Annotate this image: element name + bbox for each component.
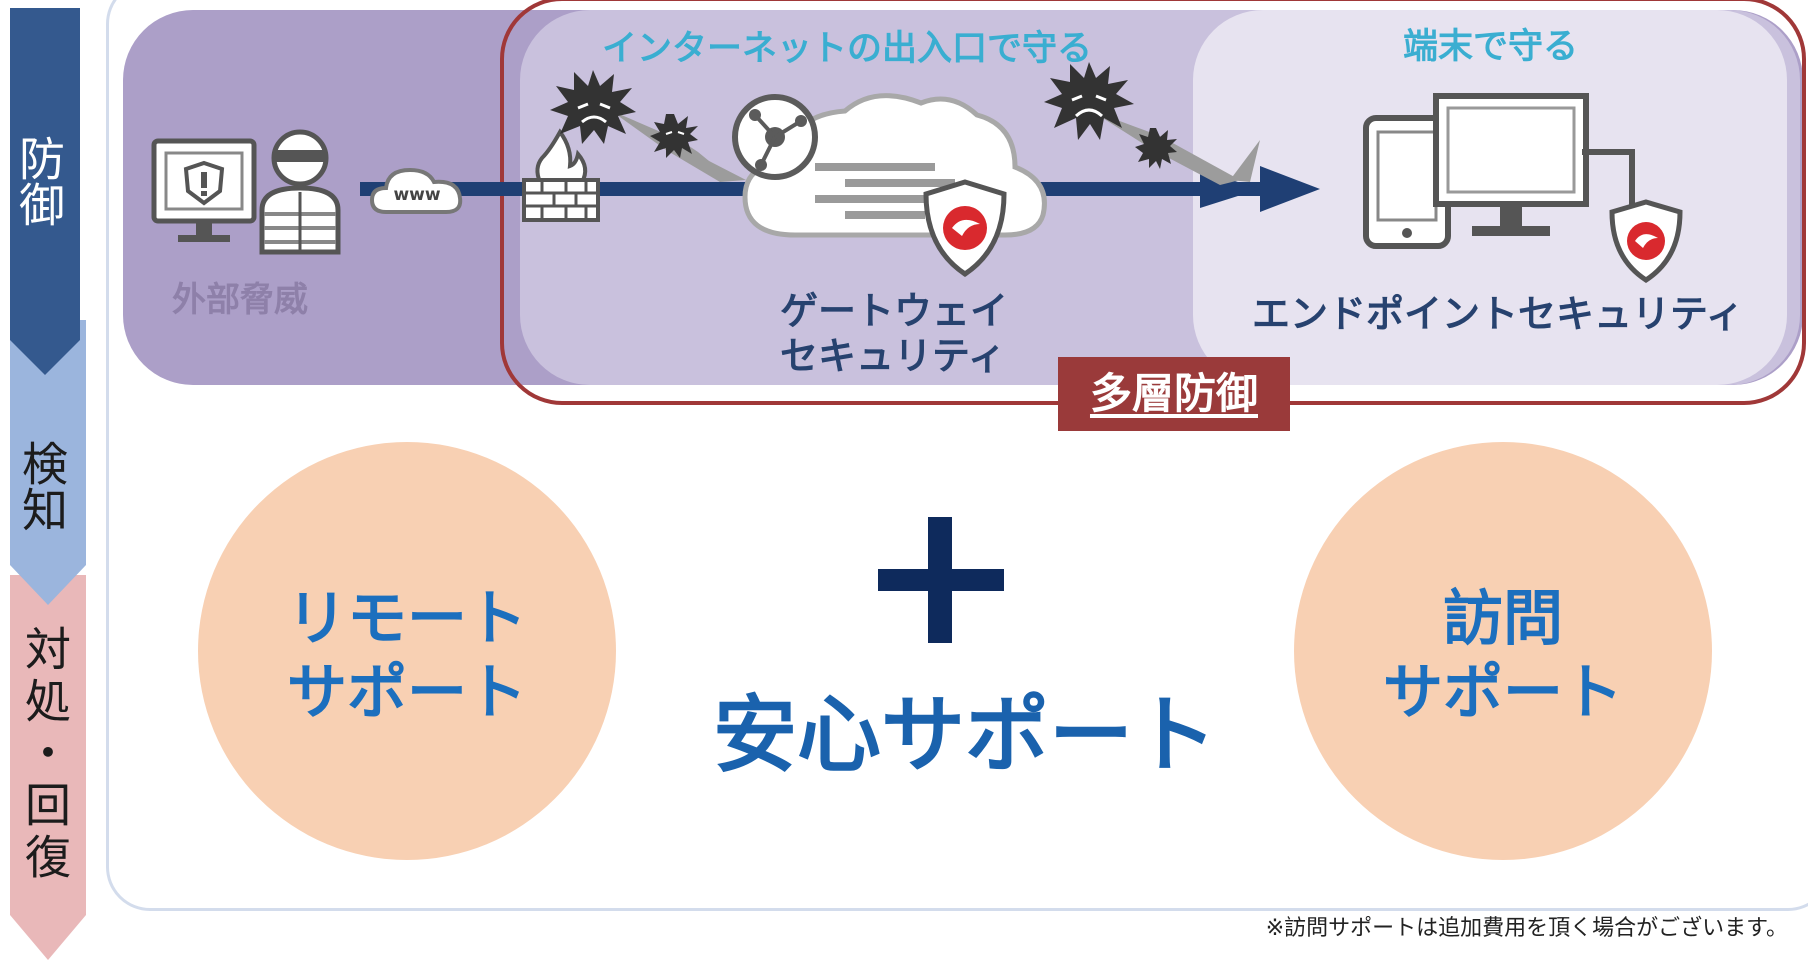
- threat-label: 外部脅威: [172, 280, 308, 320]
- virus-icon: [550, 70, 636, 144]
- stage-arrow-defense: [10, 8, 80, 375]
- visit-support-line1: 訪問: [1443, 584, 1563, 654]
- multi-layer-tag: 多層防御: [1058, 357, 1290, 431]
- remote-support-circle: リモート サポート: [198, 442, 616, 860]
- virus-icon: [1135, 128, 1177, 169]
- gateway-label-line2: セキュリティ: [780, 334, 1006, 378]
- shield-icon: [1609, 199, 1683, 283]
- www-label: www: [393, 185, 441, 205]
- stage-arrows: [10, 8, 86, 960]
- www-cloud-icon: [369, 167, 463, 214]
- stage-label-respond: 対処・回復: [18, 625, 72, 885]
- center-support-title: 安心サポート: [712, 686, 1217, 784]
- stage-label-detect: 検知: [15, 440, 69, 532]
- endpoint-heading: 端末で守る: [1403, 27, 1579, 67]
- gateway-label-line1: ゲートウェイ: [780, 289, 1009, 333]
- plus-symbol: +: [878, 517, 1004, 643]
- remote-support-line2: サポート: [287, 658, 527, 728]
- endpoint-label: エンドポイントセキュリティ: [1252, 292, 1744, 336]
- warning-monitor-icon: [151, 138, 257, 242]
- desktop-icon: [1433, 93, 1635, 242]
- footnote: ※訪問サポートは追加費用を頂く場合がございます。: [1265, 916, 1788, 941]
- remote-support-line1: リモート: [287, 584, 527, 654]
- hacker-icon: [259, 129, 341, 255]
- shield-icon: [923, 179, 1007, 278]
- firewall-icon: [522, 128, 600, 222]
- visit-support-line2: サポート: [1383, 658, 1623, 728]
- gateway-heading: インターネットの出入口で守る: [602, 29, 1093, 69]
- visit-support-circle: 訪問 サポート: [1294, 442, 1712, 860]
- stage-label-defense: 防御: [12, 135, 66, 227]
- virus-icon: [650, 114, 698, 158]
- virus-icon: [1044, 62, 1134, 140]
- stage-arrow-detect: [10, 320, 86, 605]
- stage-arrow-respond: [10, 575, 86, 960]
